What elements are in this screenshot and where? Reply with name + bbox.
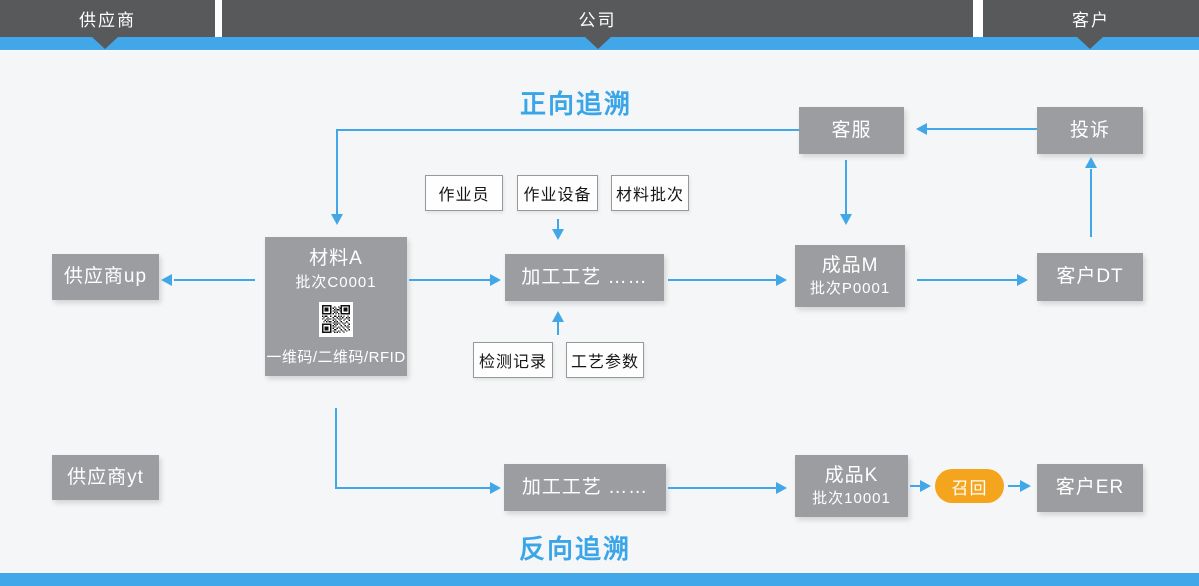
material-a-code-caption: 一维码/二维码/RFID	[266, 348, 406, 366]
recall-label: 召回	[951, 478, 988, 498]
node-process-mid: 加工工艺 ……	[505, 254, 664, 301]
connector-productm-to-customerdt-arrowhead	[1017, 274, 1028, 286]
connector-materiala-to-process-line	[409, 279, 490, 281]
node-complaint: 投诉	[1037, 107, 1143, 154]
connector-processbottom-to-productk-line	[668, 487, 776, 489]
connector-recall-to-customerer-arrowhead	[1020, 480, 1031, 492]
tag-material-batch-label: 材料批次	[615, 187, 684, 204]
connector-equipment-to-process-line	[557, 219, 559, 229]
connector-process-to-productm-arrowhead	[776, 274, 787, 286]
product-k-batch: 批次10001	[812, 490, 891, 508]
bottom-blue-bar	[0, 573, 1199, 586]
node-product-m: 成品M 批次P0001	[795, 245, 905, 307]
connector-materiala-to-processbottom-hline	[335, 487, 490, 489]
connector-recall-to-customerer-line	[1008, 485, 1020, 487]
connector-service-to-productm-arrowhead	[840, 214, 852, 225]
forward-trace-title: 正向追溯	[520, 89, 633, 119]
node-supplier-up: 供应商up	[52, 254, 159, 300]
connector-productm-to-customerdt-line	[917, 279, 1017, 281]
product-k-title: 成品K	[824, 464, 879, 486]
complaint-label: 投诉	[1069, 119, 1110, 141]
product-m-batch: 批次P0001	[809, 280, 891, 298]
connector-materiala-to-supplierup-line	[174, 279, 255, 281]
tag-operator-label: 作业员	[438, 187, 490, 204]
connector-complaint-to-service-line	[927, 128, 1037, 130]
connector-service-to-materiala-hline	[337, 129, 799, 131]
connector-records-to-process-line	[557, 322, 559, 335]
tag-process-params: 工艺参数	[566, 342, 644, 378]
header-pointer-company	[585, 37, 611, 49]
connector-equipment-to-process-arrowhead	[552, 229, 564, 240]
node-product-k: 成品K 批次10001	[795, 455, 908, 517]
customer-dt-label: 客户DT	[1056, 266, 1124, 288]
customer-service-label: 客服	[831, 119, 872, 141]
material-a-title: 材料A	[309, 248, 363, 270]
connector-service-to-materiala-arrowhead	[331, 214, 343, 225]
process-bottom-label: 加工工艺 ……	[521, 476, 649, 498]
header-pointer-customer	[1077, 37, 1103, 49]
supplier-yt-label: 供应商yt	[67, 466, 144, 488]
connector-records-to-process-arrowhead	[552, 311, 564, 322]
supplier-up-label: 供应商up	[63, 266, 148, 288]
tag-equipment-label: 作业设备	[523, 187, 592, 204]
process-mid-label: 加工工艺 ……	[521, 266, 648, 288]
connector-process-to-productm-line	[668, 279, 776, 281]
connector-materiala-to-processbottom-vline	[335, 408, 337, 489]
header-label-customer: 客户	[1072, 11, 1110, 30]
tag-equipment: 作业设备	[517, 175, 598, 211]
header-segment-company: 公司	[222, 0, 973, 37]
header-label-supplier: 供应商	[79, 11, 136, 30]
tag-process-params-label: 工艺参数	[570, 354, 639, 371]
tag-inspection-record: 检测记录	[473, 342, 553, 378]
connector-materiala-to-processbottom-arrowhead	[490, 482, 501, 494]
qr-code-icon	[319, 301, 353, 337]
node-supplier-yt: 供应商yt	[52, 455, 159, 500]
connector-customerdt-to-complaint-line	[1090, 169, 1092, 237]
product-m-title: 成品M	[821, 254, 879, 276]
material-a-batch: 批次C0001	[295, 273, 377, 291]
connector-materiala-to-supplierup-arrowhead	[161, 274, 172, 286]
connector-service-to-productm-line	[845, 160, 847, 214]
backward-trace-title: 反向追溯	[519, 534, 632, 564]
connector-materiala-to-process-arrowhead	[490, 274, 501, 286]
customer-er-label: 客户ER	[1055, 477, 1125, 499]
header-label-company: 公司	[578, 11, 617, 30]
connector-service-to-materiala-vline	[336, 129, 338, 214]
node-process-bottom: 加工工艺 ……	[504, 464, 666, 511]
node-customer-dt: 客户DT	[1037, 253, 1143, 301]
tag-operator: 作业员	[425, 175, 503, 211]
node-material-a: 材料A 批次C0001 一维码/二维码/RFID	[265, 237, 407, 376]
header-pointer-supplier	[92, 37, 118, 49]
node-customer-service: 客服	[799, 107, 904, 154]
connector-processbottom-to-productk-arrowhead	[776, 482, 787, 494]
connector-productk-to-recall-line	[910, 485, 920, 487]
tag-inspection-record-label: 检测记录	[478, 354, 547, 371]
connector-productk-to-recall-arrowhead	[920, 480, 931, 492]
header-segment-customer: 客户	[983, 0, 1199, 37]
node-customer-er: 客户ER	[1037, 464, 1143, 512]
connector-complaint-to-service-arrowhead	[916, 123, 927, 135]
recall-badge: 召回	[935, 469, 1004, 503]
header-segment-supplier: 供应商	[0, 0, 215, 37]
tag-material-batch: 材料批次	[611, 175, 689, 211]
connector-customerdt-to-complaint-arrowhead	[1085, 157, 1097, 168]
